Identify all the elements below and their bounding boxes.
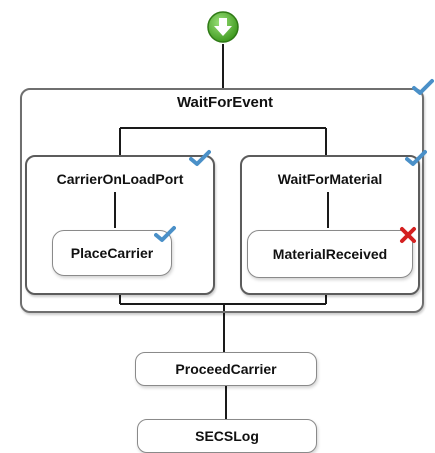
red-x-icon [400, 227, 416, 243]
carrier-on-load-port-container[interactable] [25, 155, 215, 295]
wait-for-event-label: WaitForEvent [176, 94, 274, 111]
checkmark-icon [189, 150, 211, 166]
checkmark-icon [154, 226, 176, 242]
material-received-label: MaterialReceived [272, 246, 388, 262]
wait-for-material-container[interactable] [240, 155, 420, 295]
carrier-on-load-port-label: CarrierOnLoadPort [56, 171, 184, 187]
proceed-carrier-node[interactable]: ProceedCarrier [135, 352, 317, 386]
checkmark-icon [412, 79, 434, 95]
checkmark-icon [405, 150, 427, 166]
green-down-arrow-icon [207, 11, 239, 43]
proceed-carrier-label: ProceedCarrier [175, 361, 277, 377]
start-node[interactable] [206, 10, 240, 44]
wait-for-material-label: WaitForMaterial [277, 171, 383, 187]
secs-log-label: SECSLog [195, 428, 259, 444]
wait-for-event-container[interactable] [20, 88, 424, 313]
place-carrier-node[interactable]: PlaceCarrier [52, 230, 172, 276]
material-received-node[interactable]: MaterialReceived [247, 230, 413, 278]
secs-log-node[interactable]: SECSLog [137, 419, 317, 453]
place-carrier-label: PlaceCarrier [70, 245, 154, 261]
